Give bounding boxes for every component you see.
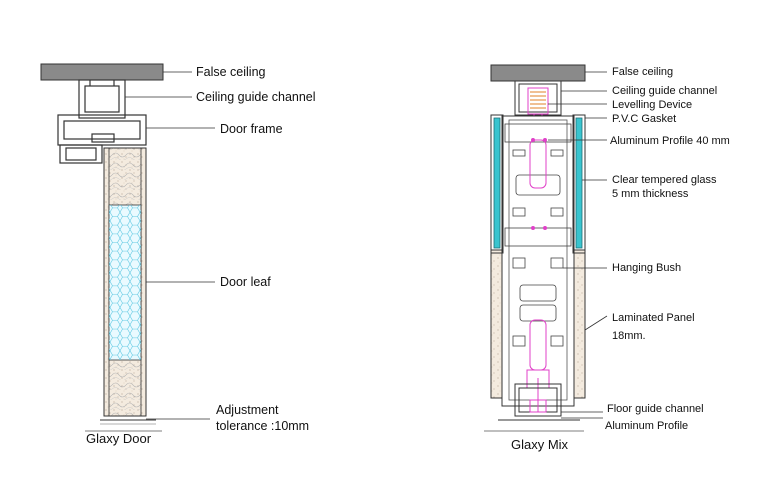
label-door-frame: Door frame <box>220 122 283 136</box>
label-hanging-bush: Hanging Bush <box>612 262 681 274</box>
label-false-ceiling-right: False ceiling <box>612 66 673 78</box>
label-laminated-panel: Laminated Panel <box>612 312 695 324</box>
ceiling-guide-channel <box>78 79 126 119</box>
floor-guide-channel <box>514 383 562 417</box>
false-ceiling-slab-right <box>490 64 586 82</box>
label-aluminum-profile: Aluminum Profile <box>605 420 688 432</box>
label-aluminum-profile-40: Aluminum Profile 40 mm <box>610 135 730 147</box>
label-adjustment: Adjustment <box>216 403 279 417</box>
pvc-gasket-marks <box>531 138 547 230</box>
caption-glaxy-mix: Glaxy Mix <box>511 437 569 452</box>
clear-glass-left <box>493 117 501 249</box>
door-leaf-panel <box>103 147 147 417</box>
label-adjustment-tolerance: tolerance :10mm <box>216 419 309 433</box>
ceiling-guide-channel-right <box>514 80 562 116</box>
glaxy-mix-drawing: False ceiling Ceiling guide channel Leve… <box>484 64 730 452</box>
label-ceiling-guide-channel-left: Ceiling guide channel <box>196 90 316 104</box>
aluminum-profile-body <box>501 115 575 407</box>
label-floor-guide-channel: Floor guide channel <box>607 403 704 415</box>
internal-profile-shapes <box>504 123 572 347</box>
label-ceiling-guide-channel-right: Ceiling guide channel <box>612 85 717 97</box>
false-ceiling-slab <box>40 63 164 81</box>
label-clear-glass: Clear tempered glass <box>612 174 717 186</box>
label-laminated-panel-thickness: 18mm. <box>612 330 646 342</box>
door-frame-profile <box>57 114 147 164</box>
label-pvc-gasket: P.V.C Gasket <box>612 113 676 125</box>
label-false-ceiling-left: False ceiling <box>196 65 266 79</box>
label-levelling-device: Levelling Device <box>612 99 692 111</box>
label-glass-thickness: 5 mm thickness <box>612 188 689 200</box>
label-door-leaf: Door leaf <box>220 275 271 289</box>
clear-glass-right <box>575 117 583 249</box>
caption-glaxy-door: Glaxy Door <box>86 431 152 446</box>
glaxy-door-drawing: False ceiling Ceiling guide channel Door… <box>40 63 316 446</box>
